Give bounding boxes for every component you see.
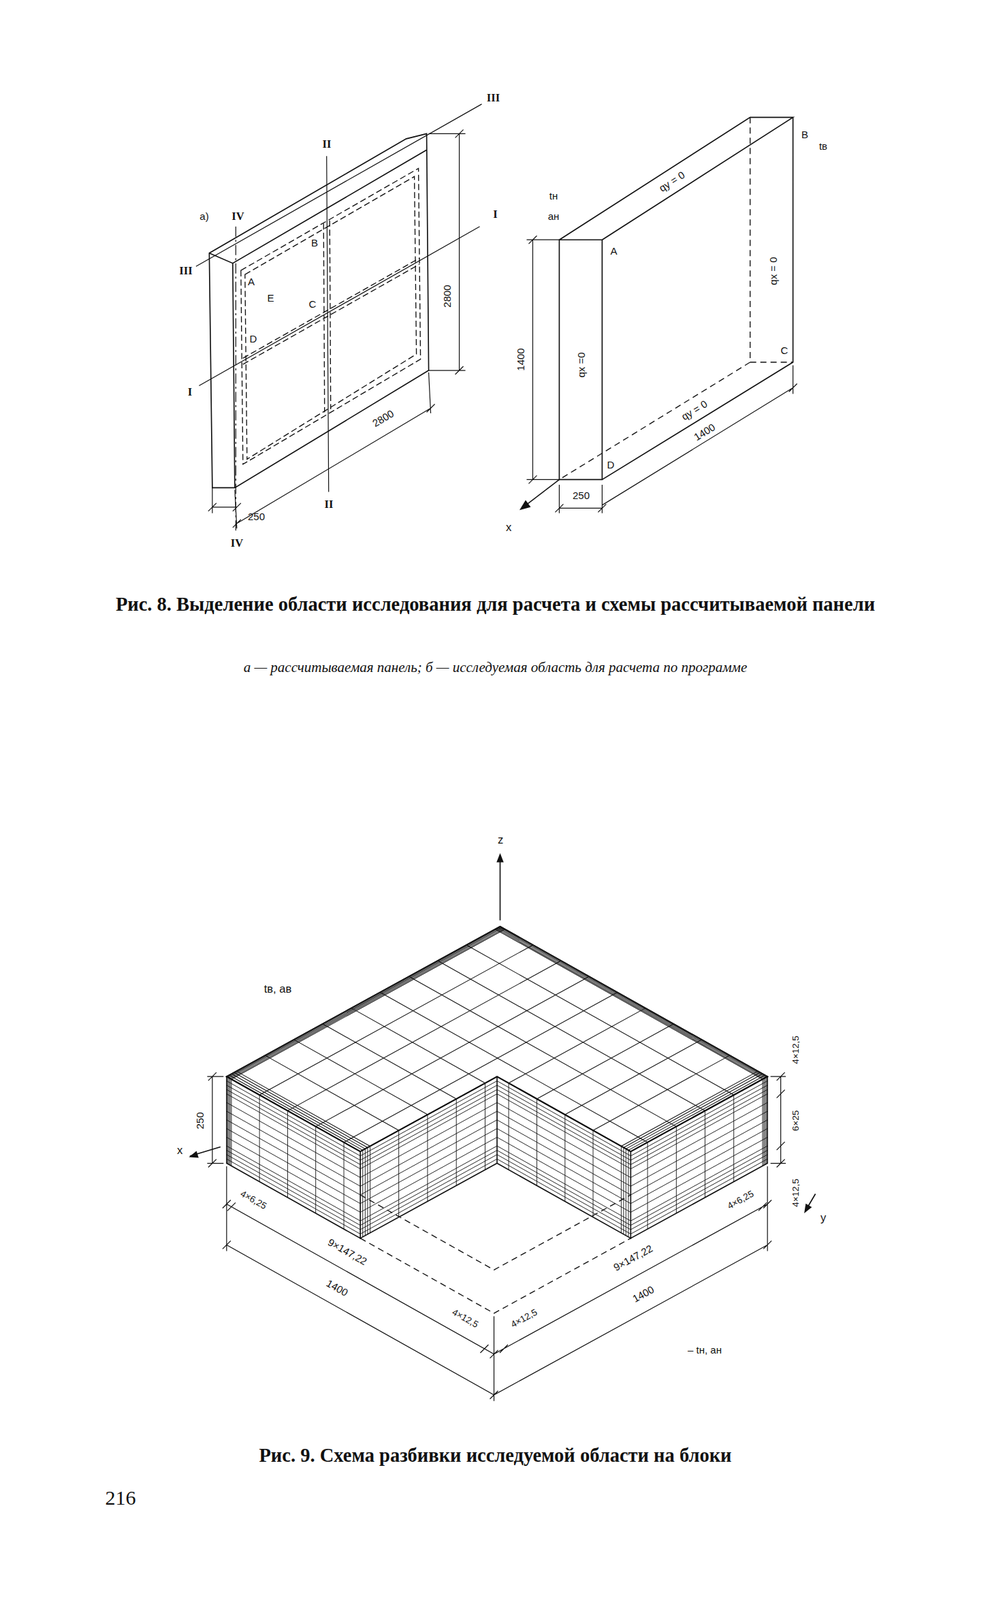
section-mark: III [179,264,193,277]
boundary-label: aн [548,211,560,223]
section-mark: II [322,137,332,150]
boundary-label: qx =0 [575,352,587,378]
dimension-label: 1400 [691,421,717,444]
dimension-line [526,235,797,514]
arrow-head [519,499,531,510]
panel-outline [209,133,429,488]
boundary-label: – tн, aн [687,1344,722,1357]
section-mark: I [187,386,193,399]
dimension-label: 1400 [324,1277,350,1299]
point-label: B [311,237,318,250]
dimension-label: 4×12,5 [790,1178,801,1208]
axis-label: x [177,1143,183,1157]
section-mark: IV [230,537,244,550]
hidden-edge [360,1194,631,1314]
point-label: C [309,298,317,311]
figure-letter: а) [199,211,209,223]
boundary-label: qy = 0 [657,169,688,195]
block-figure [188,853,816,1402]
dimension-label: 250 [247,511,265,523]
dimension-label: 4×6,25 [238,1188,269,1212]
dimension-label: 4×12,5 [450,1307,481,1330]
panel-figure [196,104,483,531]
axis-label: y [820,1211,826,1224]
point-label: D [249,333,258,346]
section-line [196,104,483,493]
rib-dashed [241,168,421,465]
arrow-head [188,853,812,1214]
point-label: A [247,276,255,289]
axis-label: x [505,520,512,534]
dimension-label: 1400 [630,1283,656,1305]
dimension-label: 1400 [515,347,528,371]
region-figure [519,117,798,514]
dimension-label: 250 [194,1111,207,1129]
block-top-edge [226,926,768,1152]
block-grid [228,927,767,1151]
dimension-label: 9×147,22 [611,1243,655,1274]
section-mark: IV [231,210,244,223]
region-outline [559,117,793,480]
section-mark: I [492,208,498,221]
dimension-line [208,129,466,529]
point-label: B [801,129,809,141]
boundary-label: tн [549,190,558,203]
dimension-label: 4×6,25 [725,1188,756,1212]
axis-arrow [189,855,816,1212]
hidden-edge [559,117,793,480]
section-line [235,226,237,532]
boundary-label: tв, aв [264,982,292,995]
panel-edge [209,149,427,488]
page-number: 216 [105,1486,137,1509]
section-mark: III [486,91,500,105]
dimension-label: 2800 [370,407,396,429]
rib-dashed [243,220,420,413]
figure-caption: Рис. 8. Выделение области исследования д… [107,592,884,617]
dimension-label: 2800 [441,284,454,308]
boundary-label: tв [819,140,828,152]
figure-caption: Рис. 9. Схема разбивки исследуемой облас… [107,1443,884,1468]
boundary-label: qy = 0 [679,398,710,423]
dimension-label: 9×147,22 [325,1236,369,1268]
dimension-label: 250 [572,489,590,502]
figure-subcaption: а — рассчитываемая панель; б — исследуем… [107,659,884,677]
block-top [226,926,768,1152]
axis-arrow [524,479,560,506]
point-label: E [266,292,274,305]
point-label: D [607,458,615,471]
boundary-label: qx = 0 [767,256,779,285]
point-label: C [780,344,789,357]
dimension-label: 4×12,5 [790,1035,801,1065]
section-mark: II [324,498,334,511]
dimension-label: 4×12,5 [509,1307,540,1330]
dimension-line [206,1072,786,1402]
axis-label: z [497,833,504,846]
point-label: A [610,245,617,258]
dimension-label: 6×25 [790,1109,801,1131]
